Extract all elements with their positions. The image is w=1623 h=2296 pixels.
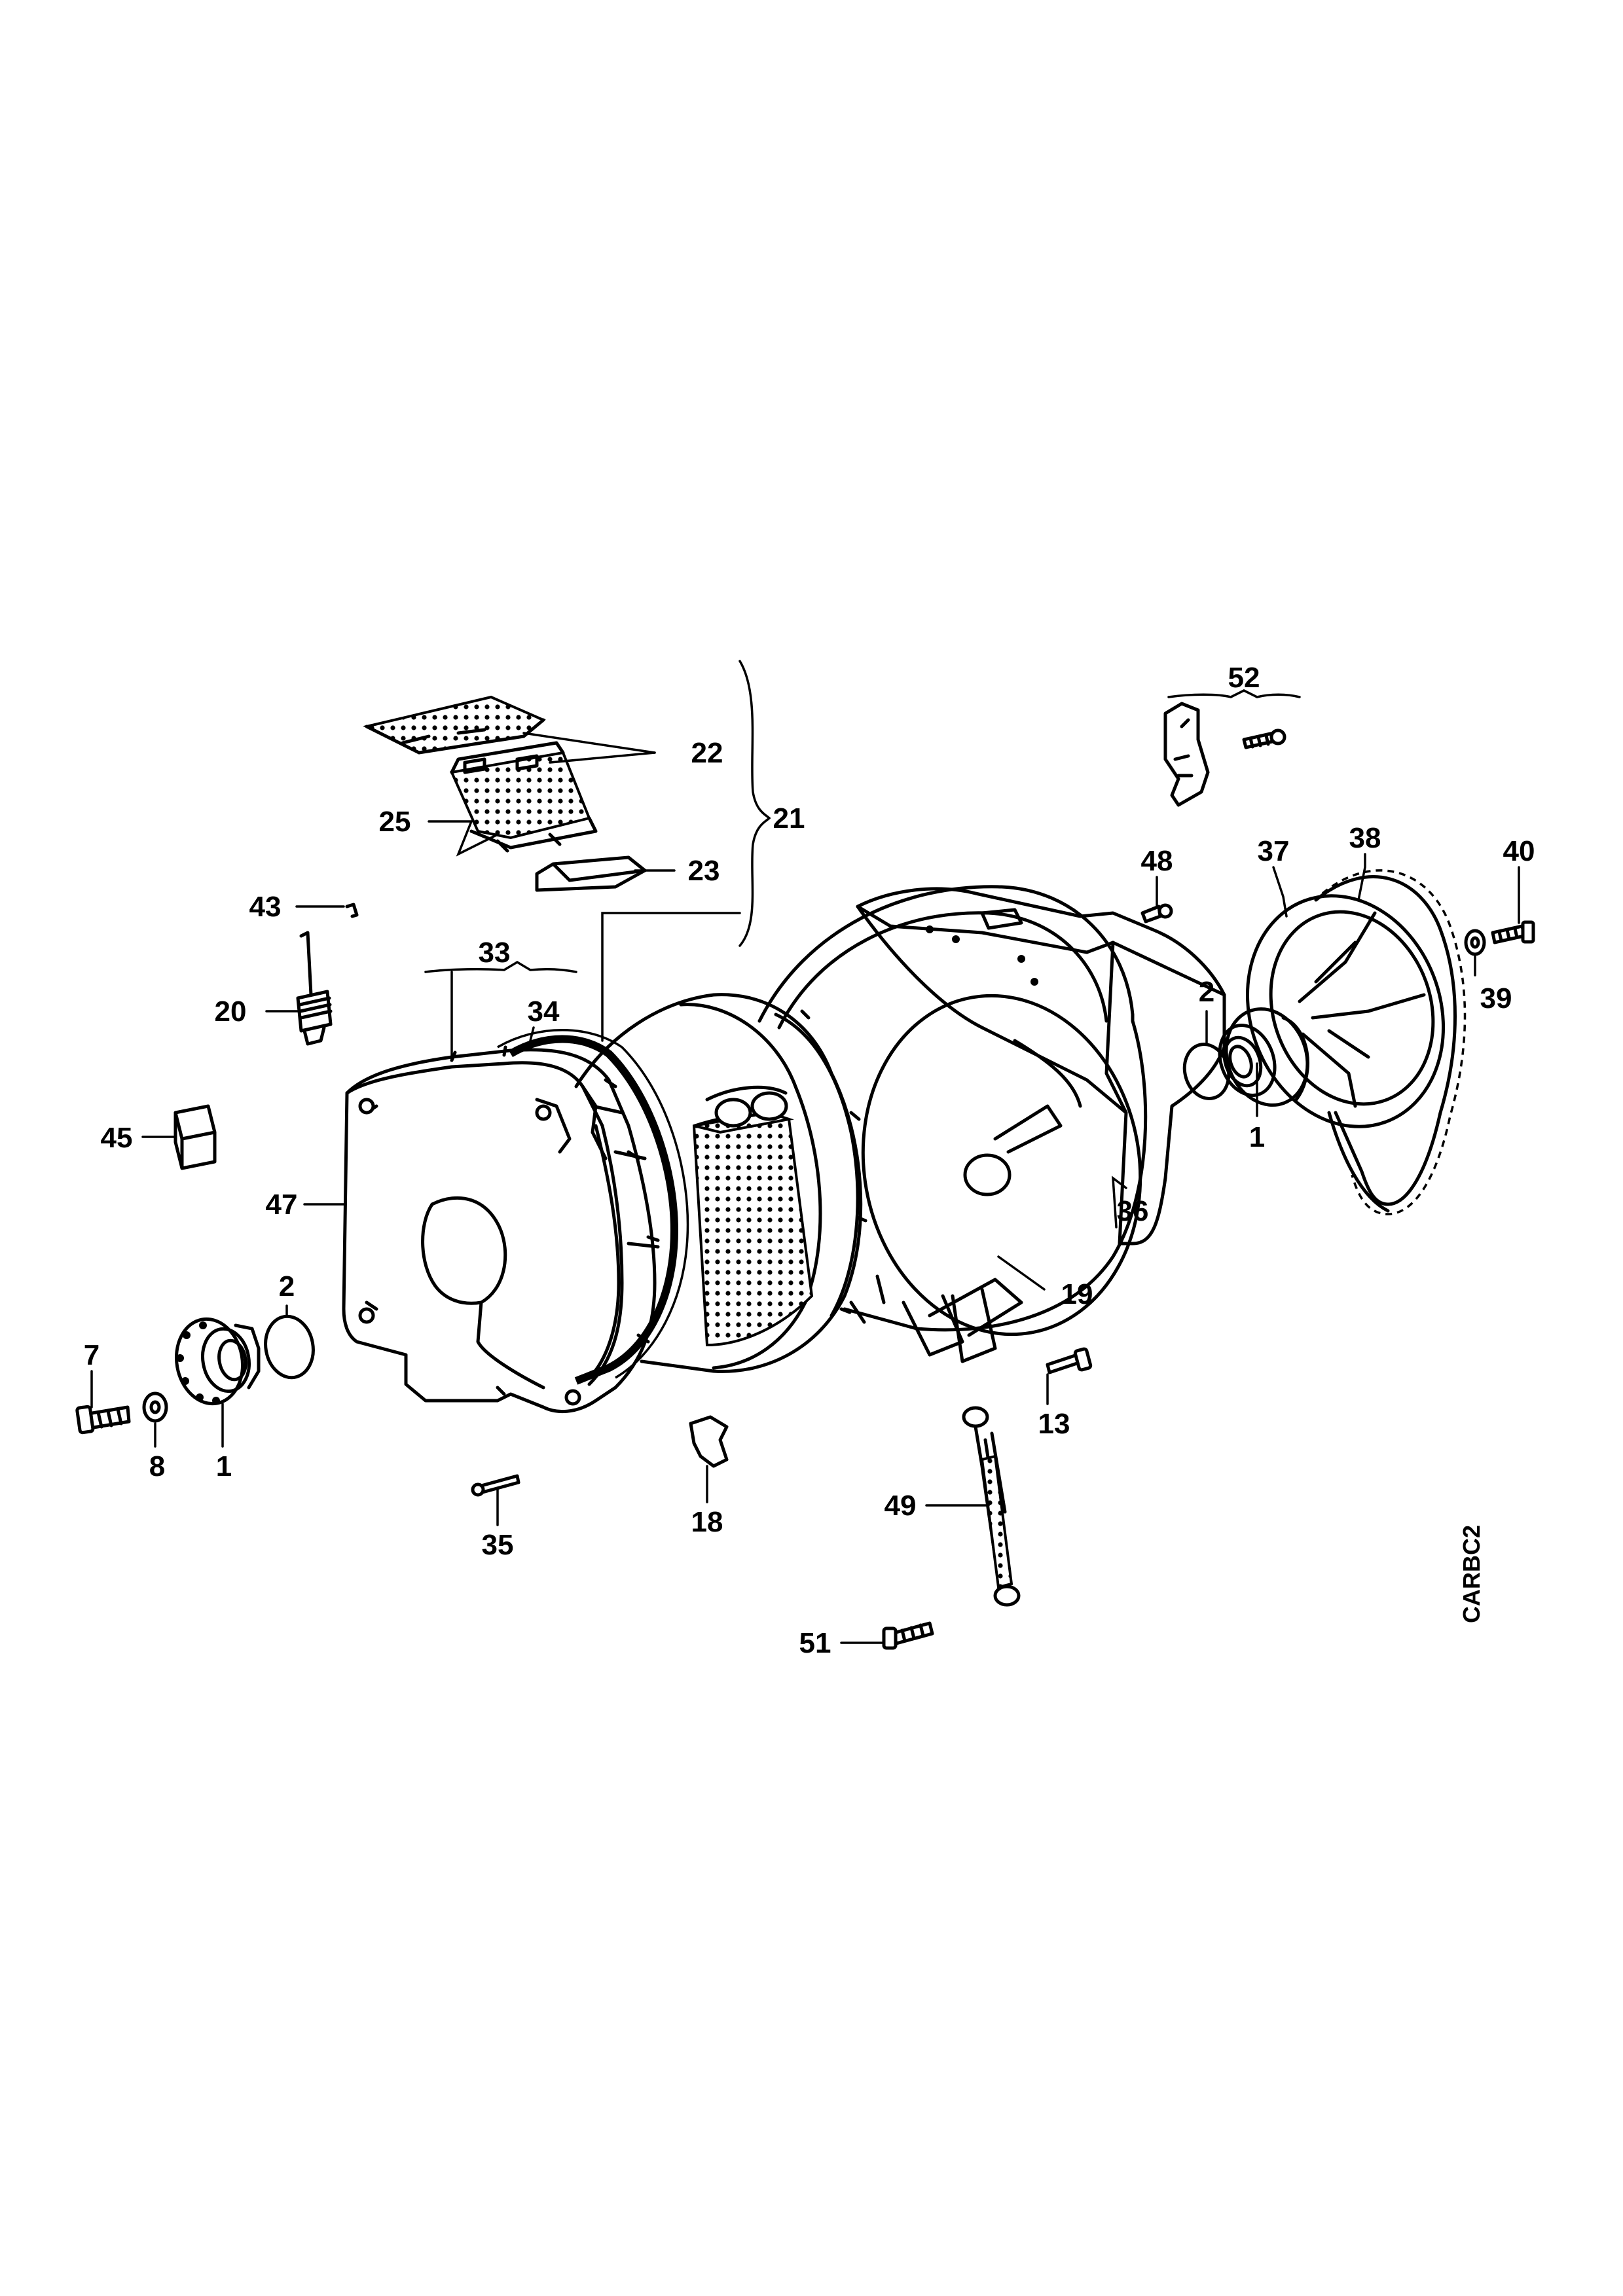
callout-47: 47	[266, 1189, 298, 1221]
callout-8: 8	[149, 1450, 165, 1482]
callout-52: 52	[1228, 662, 1260, 694]
callout-51: 51	[799, 1627, 831, 1659]
callout-38: 38	[1349, 822, 1381, 854]
callout-22: 22	[691, 737, 723, 769]
clip-43	[345, 903, 359, 918]
callout-34: 34	[528, 996, 560, 1028]
callout-23: 23	[688, 855, 720, 887]
callout-36: 36	[1117, 1195, 1149, 1227]
callout-40: 40	[1503, 835, 1535, 867]
callout-18: 18	[691, 1506, 723, 1538]
bolt	[75, 1405, 131, 1435]
callout-33: 33	[479, 937, 511, 969]
drum	[574, 993, 867, 1373]
callout-20: 20	[215, 996, 247, 1028]
screw-13	[1046, 1347, 1093, 1374]
screw-48	[1140, 903, 1173, 924]
front-bearing-housing	[174, 1317, 261, 1406]
drive-belt	[1314, 869, 1467, 1215]
bolt-51	[882, 1621, 934, 1650]
counterweight	[856, 887, 1226, 1246]
rear-o-ring	[1182, 1043, 1231, 1100]
screw-40	[1491, 920, 1535, 944]
clip-18	[689, 1415, 729, 1468]
washer	[142, 1391, 168, 1423]
callout-25: 25	[379, 806, 411, 838]
top-filter-assembly	[363, 695, 647, 892]
callout-7: 7	[84, 1339, 100, 1371]
rear-bearing-housing	[1218, 1007, 1309, 1107]
callout-45: 45	[101, 1122, 133, 1154]
leader-lines	[90, 660, 1520, 1644]
door-seal	[497, 1029, 689, 1385]
callout-21: 21	[773, 802, 805, 834]
callout-48: 48	[1141, 845, 1173, 877]
mounting-bracket	[1163, 702, 1286, 807]
washer-39	[1464, 929, 1486, 956]
callout-13: 13	[1038, 1408, 1070, 1440]
tub-front-half	[342, 1045, 660, 1414]
block-45	[173, 1104, 217, 1170]
front-o-ring	[264, 1314, 315, 1380]
drum-pulley	[1245, 894, 1446, 1128]
callout-19: 19	[1061, 1278, 1093, 1310]
callout-49: 49	[884, 1490, 917, 1522]
shock-absorber	[962, 1406, 1021, 1607]
callout-2-rear: 2	[1199, 976, 1214, 1008]
callout-1-rear: 1	[1249, 1121, 1265, 1153]
tub-rear-half	[757, 885, 1148, 1363]
callout-43: 43	[249, 891, 282, 923]
callout-labels: 52 22 21 25 23 38 37 40 48 43 33 2 39 20…	[84, 662, 1535, 1659]
drawing-code: CARBC2	[1458, 1525, 1485, 1623]
callout-39: 39	[1480, 982, 1512, 1014]
screw-35	[471, 1474, 520, 1497]
callout-2-front: 2	[279, 1270, 295, 1302]
spring-20	[296, 931, 333, 1046]
callout-37: 37	[1258, 835, 1290, 867]
callout-1-front: 1	[216, 1450, 232, 1482]
callout-35: 35	[482, 1529, 514, 1561]
